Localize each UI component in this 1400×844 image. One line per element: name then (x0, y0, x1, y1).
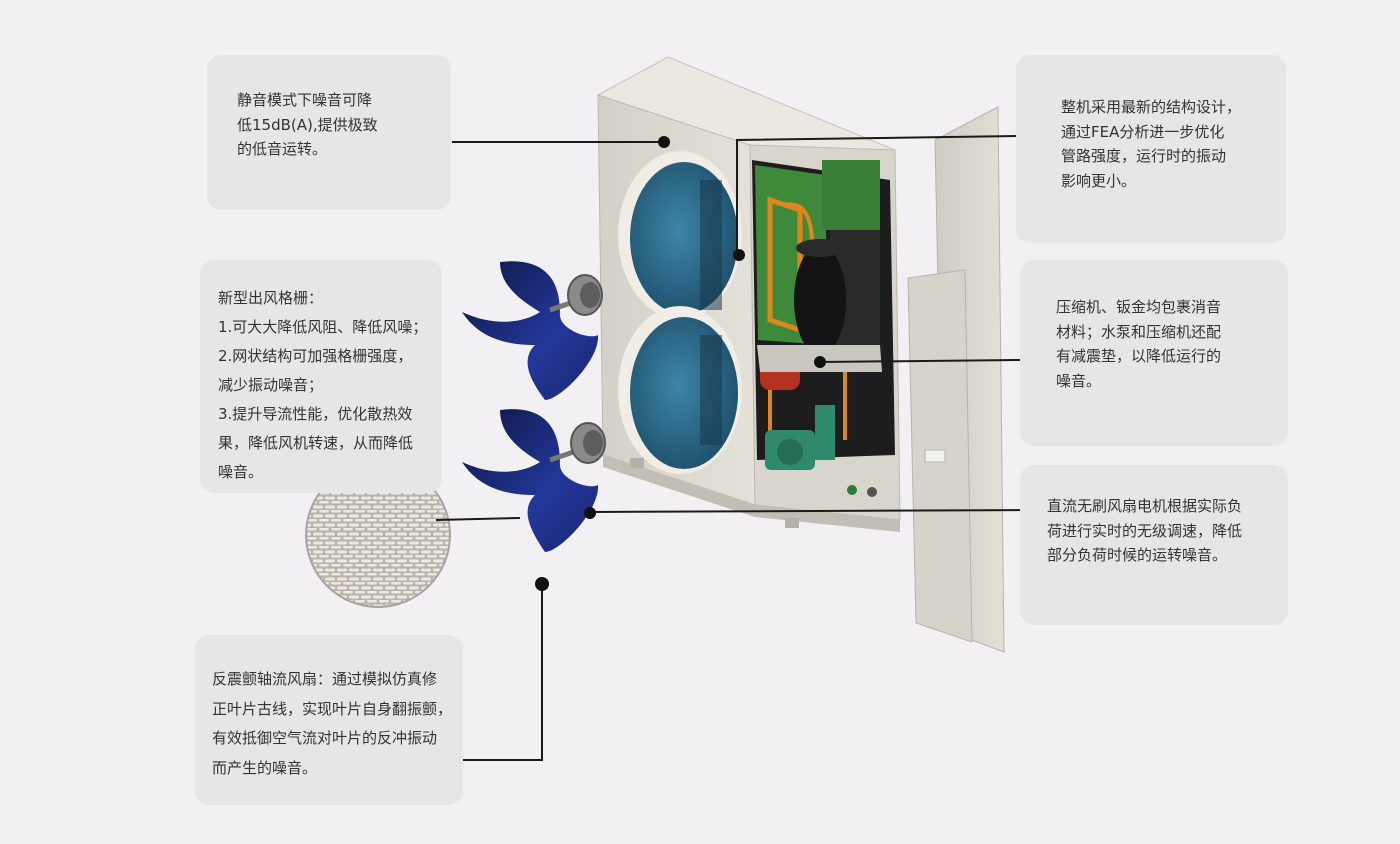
callout-line: 新型出风格栅： (218, 289, 324, 307)
callout-silent-mode: 静音模式下噪音可降 低15dB(A),提供极致 的低音运转。 (207, 55, 451, 210)
callout-line: 直流无刷风扇电机根据实际负 (1047, 497, 1243, 515)
fan-blade-icon (462, 261, 599, 552)
callout-grille: 新型出风格栅： 1.可大大降低风阻、降低风噪； 2.网状结构可加强格栅强度， 减… (200, 260, 442, 493)
callout-line: 果，降低风机转速，从而降低 (218, 434, 414, 452)
callout-line: 压缩机、钣金均包裹消音 (1056, 298, 1222, 316)
callout-line: 1.可大大降低风阻、降低风噪； (218, 318, 428, 336)
leader-lines (435, 135, 1034, 761)
callout-line: 减少振动噪音； (218, 376, 324, 394)
callout-line: 正叶片古线，实现叶片自身翻振颤， (212, 699, 453, 718)
callout-line: 2.网状结构可加强格栅强度， (218, 347, 413, 365)
callout-line: 低15dB(A),提供极致 (237, 115, 378, 134)
leader-dots (535, 136, 826, 591)
callout-line: 荷进行实时的无级调速，降低 (1047, 521, 1243, 540)
callout-line: 的低音运转。 (237, 140, 328, 158)
callout-dc-motor: 直流无刷风扇电机根据实际负 荷进行实时的无级调速，降低 部分负荷时候的运转噪音。 (1020, 465, 1288, 625)
callout-line: 而产生的噪音。 (212, 758, 318, 777)
callout-fan: 反震颤轴流风扇：通过模拟仿真修 正叶片古线，实现叶片自身翻振颤， 有效抵御空气流… (195, 635, 463, 805)
callout-line: 有减震垫，以降低运行的 (1056, 347, 1222, 365)
leader-compressor (819, 359, 1023, 363)
callout-line: 反震颤轴流风扇：通过模拟仿真修 (212, 670, 438, 688)
leader-grille (435, 517, 521, 521)
outdoor-unit-illustration (596, 56, 901, 532)
callout-line: 管路强度，运行时的振动 (1061, 147, 1227, 165)
callout-line: 有效抵御空气流对叶片的反冲振动 (212, 729, 438, 747)
leader-structure (736, 135, 1018, 255)
callout-line: 影响更小。 (1061, 171, 1137, 190)
callout-line: 静音模式下噪音可降 (237, 91, 373, 109)
callout-line: 通过FEA分析进一步优化 (1061, 122, 1225, 141)
fan-motor-icon (549, 274, 606, 464)
callout-compressor: 压缩机、钣金均包裹消音 材料；水泵和压缩机还配 有减震垫，以降低运行的 噪音。 (1020, 260, 1288, 446)
leader-dc-motor (589, 509, 1034, 513)
leader-fan (450, 584, 543, 761)
callout-line: 噪音。 (1056, 371, 1102, 390)
callout-structure: 整机采用最新的结构设计， 通过FEA分析进一步优化 管路强度，运行时的振动 影响… (1016, 55, 1286, 243)
callout-line: 部分负荷时候的运转噪音。 (1047, 546, 1228, 564)
callout-line: 噪音。 (218, 463, 264, 481)
callout-line: 3.提升导流性能，优化散热效 (218, 405, 413, 423)
side-panels-illustration (907, 106, 1005, 653)
callout-line: 整机采用最新的结构设计， (1061, 98, 1242, 116)
callout-line: 材料；水泵和压缩机还配 (1056, 322, 1222, 341)
